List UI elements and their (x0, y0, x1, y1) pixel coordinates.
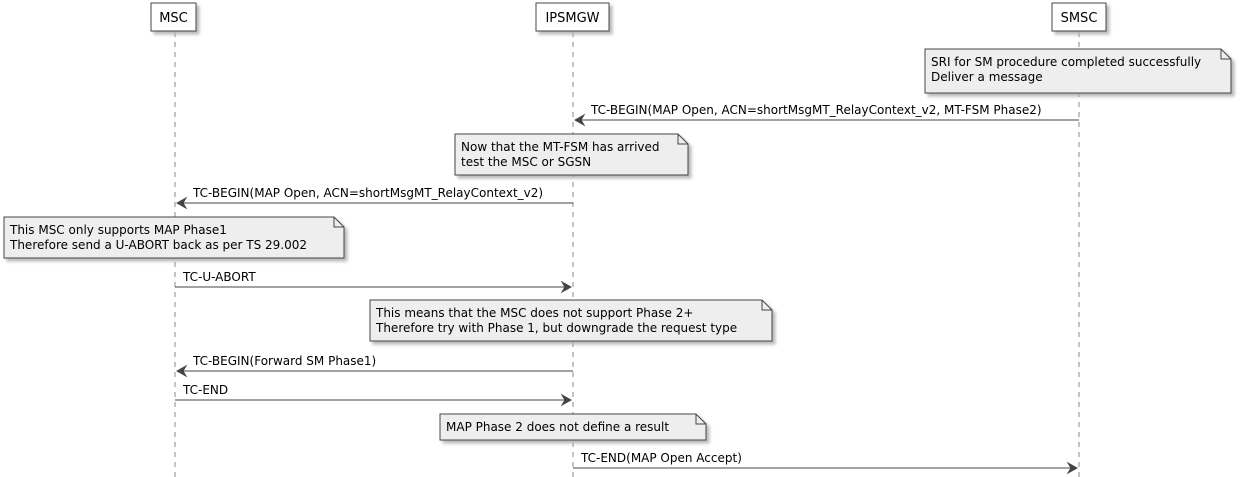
arrowhead-right (1066, 461, 1079, 475)
note-downgrade-line1: This means that the MSC does not support… (375, 306, 693, 320)
note-msc-phase1-line2: Therefore send a U-ABORT back as per TS … (9, 238, 307, 252)
message-tc-begin-mt-fsm: TC-BEGIN(MAP Open, ACN=shortMsgMT_RelayC… (573, 103, 1079, 127)
participant-smsc-label: SMSC (1061, 11, 1098, 26)
note-sri-completed: SRI for SM procedure completed successfu… (924, 48, 1232, 94)
arrowhead-right (560, 393, 573, 407)
arrowhead-left (175, 364, 188, 378)
note-sri-line2: Deliver a message (931, 70, 1043, 84)
message-tc-u-abort-label: TC-U-ABORT (182, 270, 256, 284)
note-msc-phase1-only: This MSC only supports MAP Phase1 Theref… (3, 216, 345, 259)
participant-ipsmgw: IPSMGW (535, 2, 610, 32)
note-downgrade-request: This means that the MSC does not support… (369, 299, 773, 342)
message-tc-end-map-open-accept: TC-END(MAP Open Accept) (573, 451, 1079, 475)
note-downgrade-line2: Therefore try with Phase 1, but downgrad… (375, 321, 737, 335)
note-msc-phase1-line1: This MSC only supports MAP Phase1 (9, 223, 227, 237)
note-mt-fsm-line1: Now that the MT-FSM has arrived (461, 140, 660, 154)
arrowhead-left (175, 196, 188, 210)
message-tc-begin-map-open-label: TC-BEGIN(MAP Open, ACN=shortMsgMT_RelayC… (192, 186, 543, 200)
message-tc-begin-mt-fsm-label: TC-BEGIN(MAP Open, ACN=shortMsgMT_RelayC… (590, 103, 1042, 117)
participant-msc-label: MSC (159, 11, 188, 26)
note-no-result: MAP Phase 2 does not define a result (439, 413, 707, 441)
note-sri-line1: SRI for SM procedure completed successfu… (931, 55, 1201, 69)
note-mt-fsm-line2: test the MSC or SGSN (461, 155, 591, 169)
note-no-result-line1: MAP Phase 2 does not define a result (446, 420, 669, 434)
message-tc-begin-forward-sm: TC-BEGIN(Forward SM Phase1) (175, 354, 573, 378)
participant-smsc: SMSC (1051, 2, 1107, 32)
message-tc-begin-map-open: TC-BEGIN(MAP Open, ACN=shortMsgMT_RelayC… (175, 186, 573, 210)
arrowhead-right (560, 280, 573, 294)
note-mt-fsm-arrived: Now that the MT-FSM has arrived test the… (454, 133, 689, 176)
message-tc-begin-forward-sm-label: TC-BEGIN(Forward SM Phase1) (192, 354, 376, 368)
participant-msc: MSC (150, 2, 197, 32)
participant-ipsmgw-label: IPSMGW (545, 11, 599, 26)
arrowhead-left (573, 113, 586, 127)
message-tc-end-label: TC-END (182, 383, 228, 397)
message-tc-end: TC-END (175, 383, 573, 407)
message-tc-end-map-open-accept-label: TC-END(MAP Open Accept) (580, 451, 742, 465)
message-tc-u-abort: TC-U-ABORT (175, 270, 573, 294)
